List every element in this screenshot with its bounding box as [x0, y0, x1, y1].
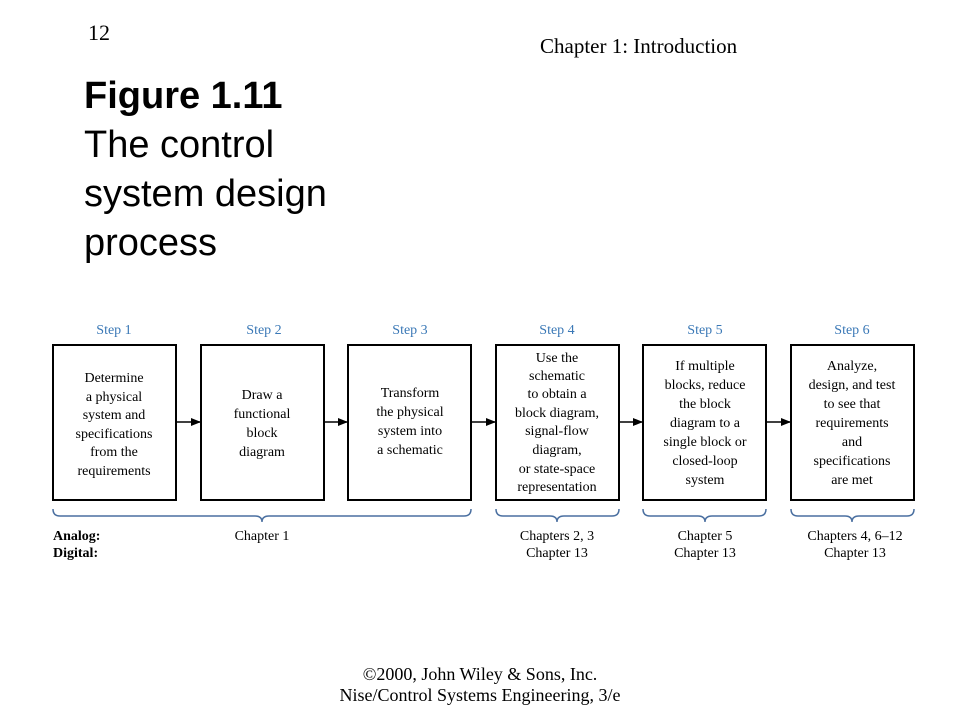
step-1-text: Determine a physical system and specific…: [76, 371, 153, 479]
step-4-line: signal-flow: [525, 424, 590, 439]
step-6-box: [790, 344, 915, 501]
analog-label: Analog:: [53, 529, 100, 544]
step-1-line: specifications: [76, 427, 153, 442]
step-6-line: design, and test: [809, 378, 896, 393]
step-6-line: requirements: [815, 416, 888, 431]
step-5-text: If multiple blocks, reduce the block dia…: [663, 359, 747, 488]
step-5-line: single block or: [663, 435, 747, 450]
digital-chapter-group-2: Chapter 13: [526, 546, 588, 561]
footer-copyright: ©2000, John Wiley & Sons, Inc.: [362, 664, 598, 684]
step-1-line: system and: [83, 408, 146, 423]
step-2-label: Step 2: [246, 323, 281, 338]
step-6-text: Analyze, design, and test to see that re…: [809, 359, 896, 488]
step-3-text: Transform the physical system into a sch…: [376, 386, 443, 458]
step-6-line: Analyze,: [827, 359, 877, 374]
footer-book-title: Nise/Control Systems Engineering, 3/e: [339, 685, 621, 705]
analog-chapter-group-1: Chapter 1: [235, 529, 290, 544]
step-5-label: Step 5: [687, 323, 722, 338]
analog-chapter-group-2: Chapters 2, 3: [520, 529, 594, 544]
step-2-line: diagram: [239, 445, 285, 460]
step-6-line: and: [842, 435, 862, 450]
step-4-line: block diagram,: [515, 406, 599, 421]
step-4-line: representation: [517, 480, 596, 495]
step-3-label: Step 3: [392, 323, 427, 338]
step-2-line: functional: [234, 407, 291, 422]
step-4-line: diagram,: [532, 443, 581, 458]
figure-label: Figure 1.11: [84, 75, 283, 117]
brace-step-4: [495, 508, 620, 523]
step-2-line: block: [246, 426, 277, 441]
step-5-line: diagram to a: [670, 416, 741, 431]
step-6-line: specifications: [814, 454, 891, 469]
step-1-line: a physical: [86, 390, 142, 405]
digital-chapter-group-4: Chapter 13: [824, 546, 886, 561]
brace-chapter-1: [52, 508, 472, 523]
step-2-line: Draw a: [242, 388, 284, 403]
step-4-line: schematic: [529, 369, 585, 384]
digital-chapter-group-3: Chapter 13: [674, 546, 736, 561]
page-number: 12: [88, 20, 110, 45]
digital-label: Digital:: [53, 546, 98, 561]
analog-chapter-group-4: Chapters 4, 6–12: [807, 529, 902, 544]
step-3-line: Transform: [381, 386, 440, 401]
step-5-line: closed-loop: [672, 454, 737, 469]
step-2-text: Draw a functional block diagram: [234, 388, 291, 460]
step-1-line: Determine: [84, 371, 143, 386]
step-4-line: or state-space: [519, 462, 596, 477]
step-6-line: are met: [831, 473, 873, 488]
step-1-line: from the: [90, 445, 138, 460]
analog-chapter-group-3: Chapter 5: [678, 529, 733, 544]
step-4-line: to obtain a: [527, 387, 587, 402]
step-4-label: Step 4: [539, 323, 574, 338]
step-3-line: system into: [378, 424, 442, 439]
step-5-line: system: [686, 473, 725, 488]
step-6-line: to see that: [824, 397, 881, 412]
step-3-line: the physical: [376, 405, 443, 420]
figure-title: Figure 1.11 The control system design pr…: [84, 72, 384, 268]
brace-step-5: [642, 508, 767, 523]
step-6-label: Step 6: [834, 323, 869, 338]
footer: ©2000, John Wiley & Sons, Inc. Nise/Cont…: [0, 664, 960, 706]
step-3-box: [347, 344, 472, 501]
step-2-box: [200, 344, 325, 501]
figure-caption: The control system design process: [84, 124, 327, 264]
step-1-label: Step 1: [96, 323, 131, 338]
step-3-line: a schematic: [377, 443, 443, 458]
step-4-line: Use the: [536, 351, 578, 366]
step-5-line: the block: [679, 397, 731, 412]
brace-step-6: [790, 508, 915, 523]
step-1-line: requirements: [77, 464, 150, 479]
step-4-text: Use the schematic to obtain a block diag…: [515, 351, 599, 495]
step-5-line: If multiple: [675, 359, 735, 374]
chapter-title: Chapter 1: Introduction: [540, 34, 738, 58]
step-5-line: blocks, reduce: [665, 378, 746, 393]
